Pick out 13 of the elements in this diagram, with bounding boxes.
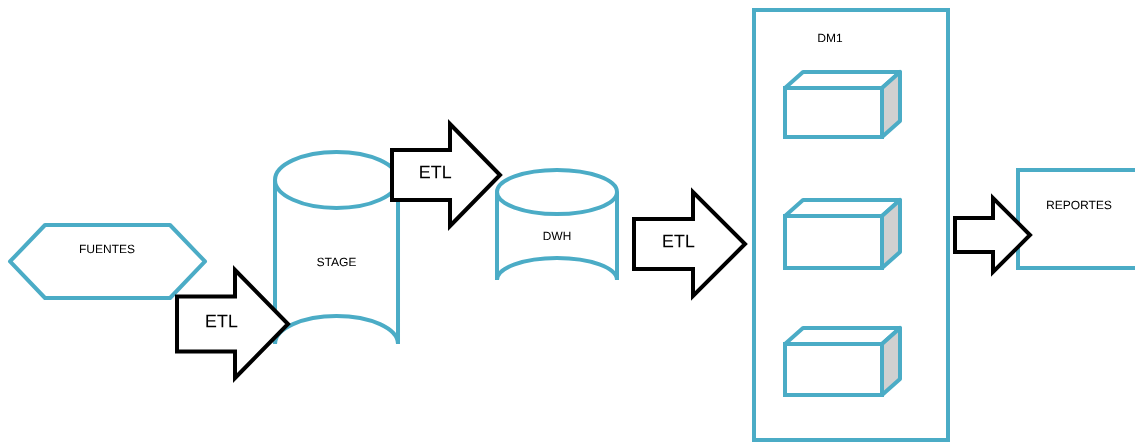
block-arrow xyxy=(632,187,748,301)
cylinder: DWH xyxy=(495,168,619,282)
node-label: STAGE xyxy=(317,257,356,267)
cuboid xyxy=(783,70,902,139)
node-label: DWH xyxy=(543,231,571,241)
process-box: REPORTES xyxy=(1016,168,1135,270)
block-arrow xyxy=(953,193,1033,277)
cylinder: STAGE xyxy=(273,150,400,346)
container-box: DM1 xyxy=(752,8,950,442)
block-arrow xyxy=(175,265,291,383)
block-arrow xyxy=(390,119,503,231)
cuboid xyxy=(783,198,902,270)
cuboid xyxy=(783,326,902,397)
